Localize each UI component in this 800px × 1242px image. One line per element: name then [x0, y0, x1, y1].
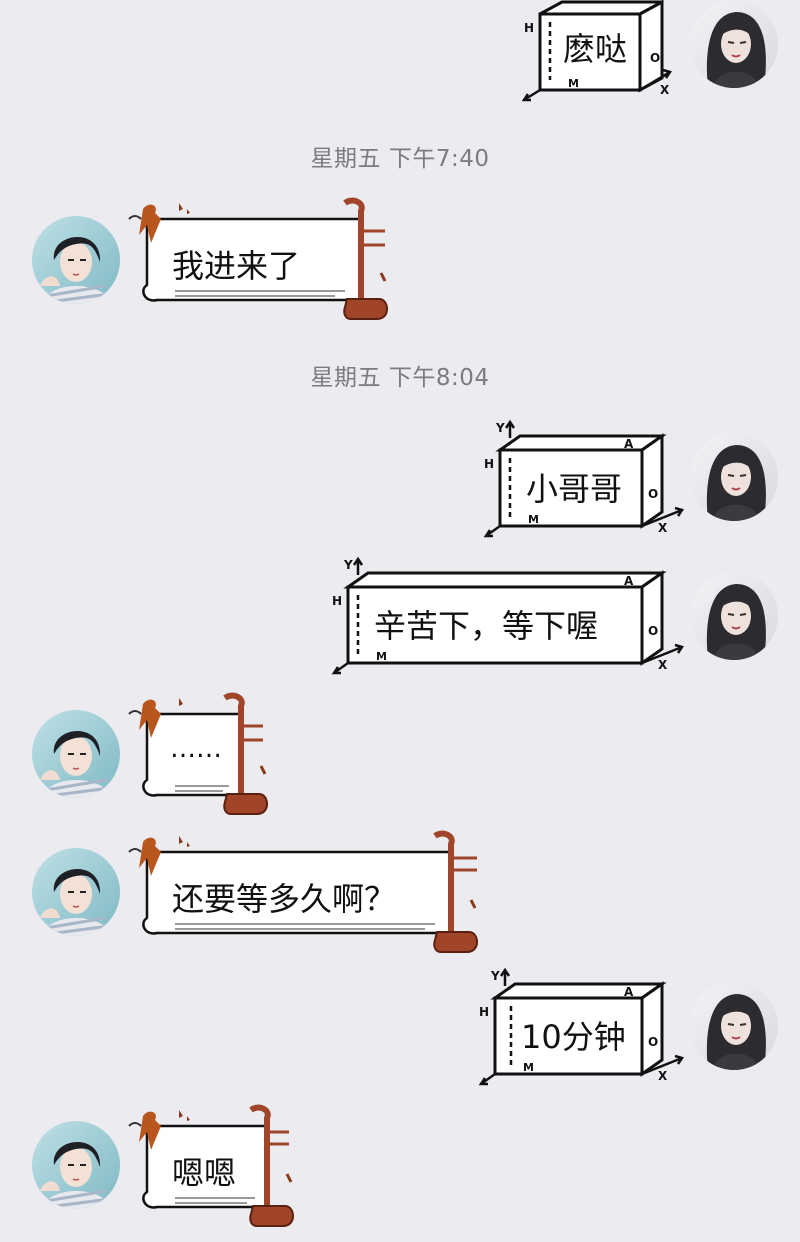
- message-bubble-outgoing[interactable]: Y H A O X M 辛苦下，等下喔: [330, 555, 687, 680]
- maple-leaf-icon: [139, 204, 161, 243]
- message-bubble-outgoing[interactable]: H O X M 麽哒: [520, 0, 690, 105]
- timestamp: 星期五 下午8:04: [310, 365, 490, 391]
- maple-leaf-icon: [139, 837, 161, 876]
- svg-text:X: X: [660, 83, 670, 97]
- message-text: 嗯嗯: [172, 1154, 237, 1192]
- svg-text:A: A: [624, 437, 634, 451]
- avatar-self[interactable]: [690, 433, 778, 521]
- message-bubble-incoming[interactable]: 还要等多久啊？: [125, 828, 490, 958]
- avatar-self[interactable]: [690, 982, 778, 1070]
- avatar-contact[interactable]: [32, 710, 120, 798]
- svg-text:O: O: [648, 1035, 658, 1049]
- svg-text:Y: Y: [343, 558, 353, 572]
- svg-text:H: H: [332, 594, 342, 608]
- erhu-icon: [249, 1104, 271, 1208]
- svg-text:X: X: [658, 1069, 668, 1083]
- svg-text:M: M: [523, 1061, 534, 1074]
- box-frame-icon: Y H A O X M: [483, 419, 684, 538]
- scroll-frame-icon: [128, 692, 269, 815]
- maple-leaf-icon: [139, 699, 161, 738]
- box-frame-icon: Y H A O X M: [478, 967, 684, 1086]
- svg-text:H: H: [479, 1005, 489, 1019]
- svg-text:O: O: [650, 51, 660, 65]
- message-text: ……: [170, 734, 222, 764]
- message-text: 10分钟: [521, 1018, 626, 1056]
- message-bubble-incoming[interactable]: 嗯嗯: [125, 1102, 305, 1232]
- svg-text:A: A: [624, 574, 634, 588]
- avatar-contact[interactable]: [32, 216, 120, 304]
- svg-text:H: H: [524, 21, 534, 35]
- svg-text:M: M: [528, 513, 539, 526]
- svg-text:X: X: [658, 658, 668, 672]
- message-text: 辛苦下，等下喔: [374, 607, 599, 645]
- svg-text:M: M: [376, 650, 387, 663]
- erhu-icon: [433, 830, 455, 934]
- svg-text:M: M: [568, 77, 579, 90]
- message-text: 小哥哥: [526, 470, 623, 508]
- avatar-contact[interactable]: [32, 848, 120, 936]
- scroll-frame-icon: [128, 197, 389, 320]
- svg-text:O: O: [648, 624, 658, 638]
- svg-text:X: X: [658, 521, 668, 535]
- avatar-self[interactable]: [690, 0, 778, 88]
- message-text: 我进来了: [172, 247, 301, 285]
- box-frame-icon: Y H A O X M: [331, 556, 684, 675]
- scroll-frame-icon: [128, 830, 479, 953]
- erhu-icon: [223, 692, 245, 796]
- message-bubble-incoming[interactable]: 我进来了: [125, 195, 395, 325]
- svg-text:H: H: [484, 457, 494, 471]
- message-bubble-outgoing[interactable]: Y H A O X M 小哥哥: [482, 418, 687, 543]
- maple-leaf-icon: [139, 1111, 161, 1150]
- message-text: 还要等多久啊？: [172, 880, 397, 918]
- message-bubble-outgoing[interactable]: Y H A O X M 10分钟: [477, 966, 687, 1091]
- box-frame-icon: H O X M: [521, 0, 672, 102]
- svg-text:Y: Y: [495, 421, 505, 435]
- svg-text:Y: Y: [490, 969, 500, 983]
- avatar-contact[interactable]: [32, 1121, 120, 1209]
- message-text: 麽哒: [563, 30, 628, 68]
- svg-text:O: O: [648, 487, 658, 501]
- scroll-frame-icon: [128, 1104, 295, 1227]
- svg-text:A: A: [624, 985, 634, 999]
- avatar-self[interactable]: [690, 572, 778, 660]
- erhu-icon: [343, 197, 365, 301]
- timestamp: 星期五 下午7:40: [310, 146, 490, 172]
- message-bubble-incoming[interactable]: ……: [125, 690, 275, 820]
